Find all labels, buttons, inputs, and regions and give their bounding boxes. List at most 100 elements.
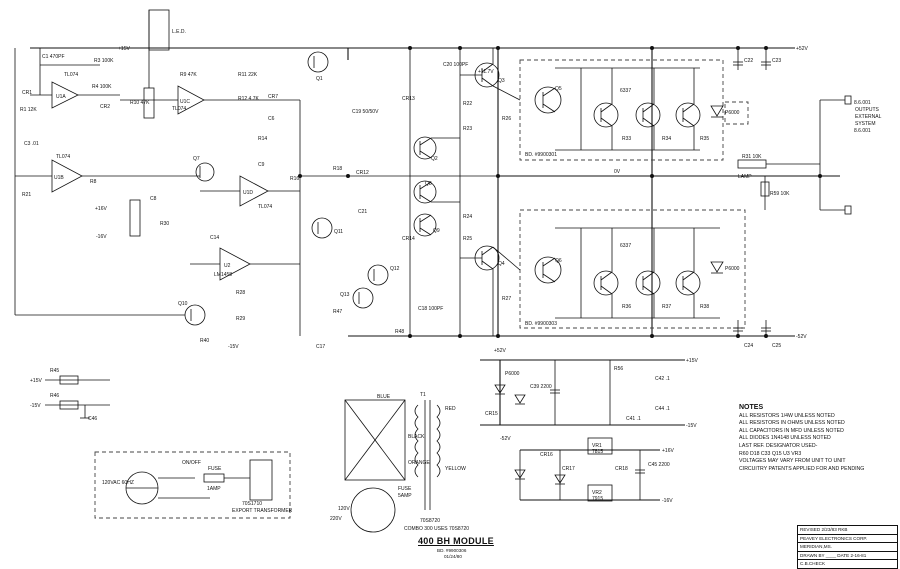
notes-heading: NOTES <box>739 404 764 411</box>
u1a-label: U1A <box>56 94 66 100</box>
bias-network: R45 R46 +15V -15V C46 <box>30 368 110 422</box>
vr2-label: VR2 <box>592 490 602 496</box>
note-line: ALL RESISTORS 1/4W UNLESS NOTED <box>739 412 835 419</box>
xfmr-note2-label: 70S8720 <box>420 518 440 524</box>
board-ref: BD. #9900306 <box>437 548 467 553</box>
r22-label: R22 <box>463 101 472 107</box>
q7-label: Q7 <box>193 156 200 162</box>
q1-label: Q1 <box>316 76 323 82</box>
q12-label: Q12 <box>390 266 400 272</box>
note-line: VOLTAGES MAY VARY FROM UNIT TO UNIT <box>739 458 846 465</box>
rail-16p-label: +16V <box>95 206 107 212</box>
driver-stage: Q3 Q4 Q2 Q8 Q9 C20 100PF C19 50/50V R22 <box>352 48 521 336</box>
rail-52n-supply-label: -52V <box>500 436 511 442</box>
r10-label: R10 47K <box>130 100 150 106</box>
q10-label: Q10 <box>178 301 188 307</box>
q8-label: Q8 <box>425 181 432 187</box>
lower-emitter-r1: R36 <box>622 304 631 310</box>
lower-emitter-r2: R37 <box>662 304 671 310</box>
reg2-label: 7915 <box>592 496 603 502</box>
r8-label: R8 <box>90 179 97 185</box>
tl074a-label: TL074 <box>64 72 78 78</box>
p6000-supply-label: P6000 <box>505 371 520 377</box>
rail-0v-label: 0V <box>614 169 621 175</box>
power-transformer: BLUE BLACK 120V 220V FUSE 5AMP T1 ORANGE… <box>330 392 469 533</box>
cr18-label: CR18 <box>615 466 628 472</box>
cr17-label: CR17 <box>562 466 575 472</box>
upper-emitter-r2: R34 <box>662 136 671 142</box>
t6337-lower-label: 6337 <box>620 243 631 249</box>
lm1458-label: LM1458 <box>214 272 232 278</box>
drawing-title: 400 BH MODULE <box>418 536 494 546</box>
rail-15n-supply-label: -15V <box>686 423 697 429</box>
u1c-label: U1C <box>180 99 190 105</box>
r56-label: R56 <box>614 366 623 372</box>
r9-label: R9 47K <box>180 72 197 78</box>
vr1-label: VR1 <box>592 443 602 449</box>
c20-label: C20 100PF <box>443 62 468 68</box>
c8-label: C8 <box>150 196 157 202</box>
r14-label: R14 <box>258 136 267 142</box>
fuse-label: FUSE <box>208 466 222 472</box>
company-city: MERIDIAN,MS. <box>798 543 897 552</box>
tl074c-label: TL074 <box>172 106 186 112</box>
power-rails: +52V -52V +11.7V 0V <box>30 46 840 340</box>
r46-label: R46 <box>50 393 59 399</box>
r1-label: R1 12K <box>20 107 37 113</box>
black-wire-label: BLACK <box>408 434 425 440</box>
c6-label: C6 <box>268 116 275 122</box>
r16-label: R16 <box>290 176 299 182</box>
u2-label: U2 <box>224 263 231 269</box>
notes-block: NOTES ALL RESISTORS 1/4W UNLESS NOTED AL… <box>739 404 899 473</box>
lower-output-board: BD. #9900303 Q6 6337 R36 R37 R38 P6000 <box>519 209 746 329</box>
revised-line: REVISED 2/23/83 RKB <box>798 526 897 535</box>
c23-label: C23 <box>772 58 781 64</box>
c41-label: C41 .1 <box>626 416 641 422</box>
led-label: L.E.D. <box>172 29 186 35</box>
checked-line: C.B.CHECK <box>800 561 826 566</box>
rail-16p-supply-label: +16V <box>662 448 674 454</box>
c39-label: C39 2200 <box>530 384 552 390</box>
cr16-label: CR16 <box>540 452 553 458</box>
c25-label: C25 <box>772 343 781 349</box>
note-line: LAST REF. DESIGNATOR USED- <box>739 442 818 449</box>
c24-label: C24 <box>744 343 753 349</box>
cr14-label: CR14 <box>402 236 415 242</box>
external-label: EXTERNAL <box>855 114 882 120</box>
rail-117-label: +11.7V <box>478 69 494 75</box>
supply-rectifiers: P6000 CR15 C39 2200 R56 C41 .1 C42 .1 C4… <box>480 348 698 504</box>
c1-label: C1 470PF <box>42 54 65 60</box>
q3-label: Q3 <box>498 78 505 84</box>
r24-label: R24 <box>463 214 472 220</box>
q4-label: Q4 <box>498 261 505 267</box>
t6337-upper-label: 6337 <box>620 88 631 94</box>
r18-label: R18 <box>333 166 342 172</box>
v120-label: 120V <box>338 506 350 512</box>
junction-dots <box>298 46 822 338</box>
rail-15p-left-label: +15V <box>30 378 42 384</box>
r45-label: R45 <box>50 368 59 374</box>
u1d-label: U1D <box>243 190 253 196</box>
red-wire-label: RED <box>445 406 456 412</box>
lamp-label: LAMP <box>738 174 752 180</box>
c44-label: C44 .1 <box>655 406 670 412</box>
board-date: 01/24/80 <box>444 554 462 559</box>
rail-neg52-label: -52V <box>796 334 807 340</box>
r40-label: R40 <box>200 338 209 344</box>
fuse2-rating-label: 5AMP <box>398 493 412 499</box>
note-line: ALL DIODES 1N4148 UNLESS NOTED <box>739 435 831 442</box>
r26-label: R26 <box>502 116 511 122</box>
cr7-label: CR7 <box>268 94 278 100</box>
cr12-label: CR12 <box>356 170 369 176</box>
system-label: SYSTEM <box>855 121 876 127</box>
xfmr-note-label: 70S1710 <box>242 501 262 507</box>
drawn-by-line: DRAWN BY ____ DATE 2-16-81 <box>798 552 897 560</box>
r25-label: R25 <box>463 236 472 242</box>
upper-board-label: BD. #9900301 <box>525 152 557 158</box>
rail-15p-top-label: +15V <box>118 46 130 52</box>
c46-label: C46 <box>88 416 97 422</box>
r11-label: R11 22K <box>238 72 258 78</box>
rail-16n-supply-label: -16V <box>662 498 673 504</box>
reg1-label: 7815 <box>592 449 603 455</box>
rail-52p-supply-label: +52V <box>494 348 506 354</box>
